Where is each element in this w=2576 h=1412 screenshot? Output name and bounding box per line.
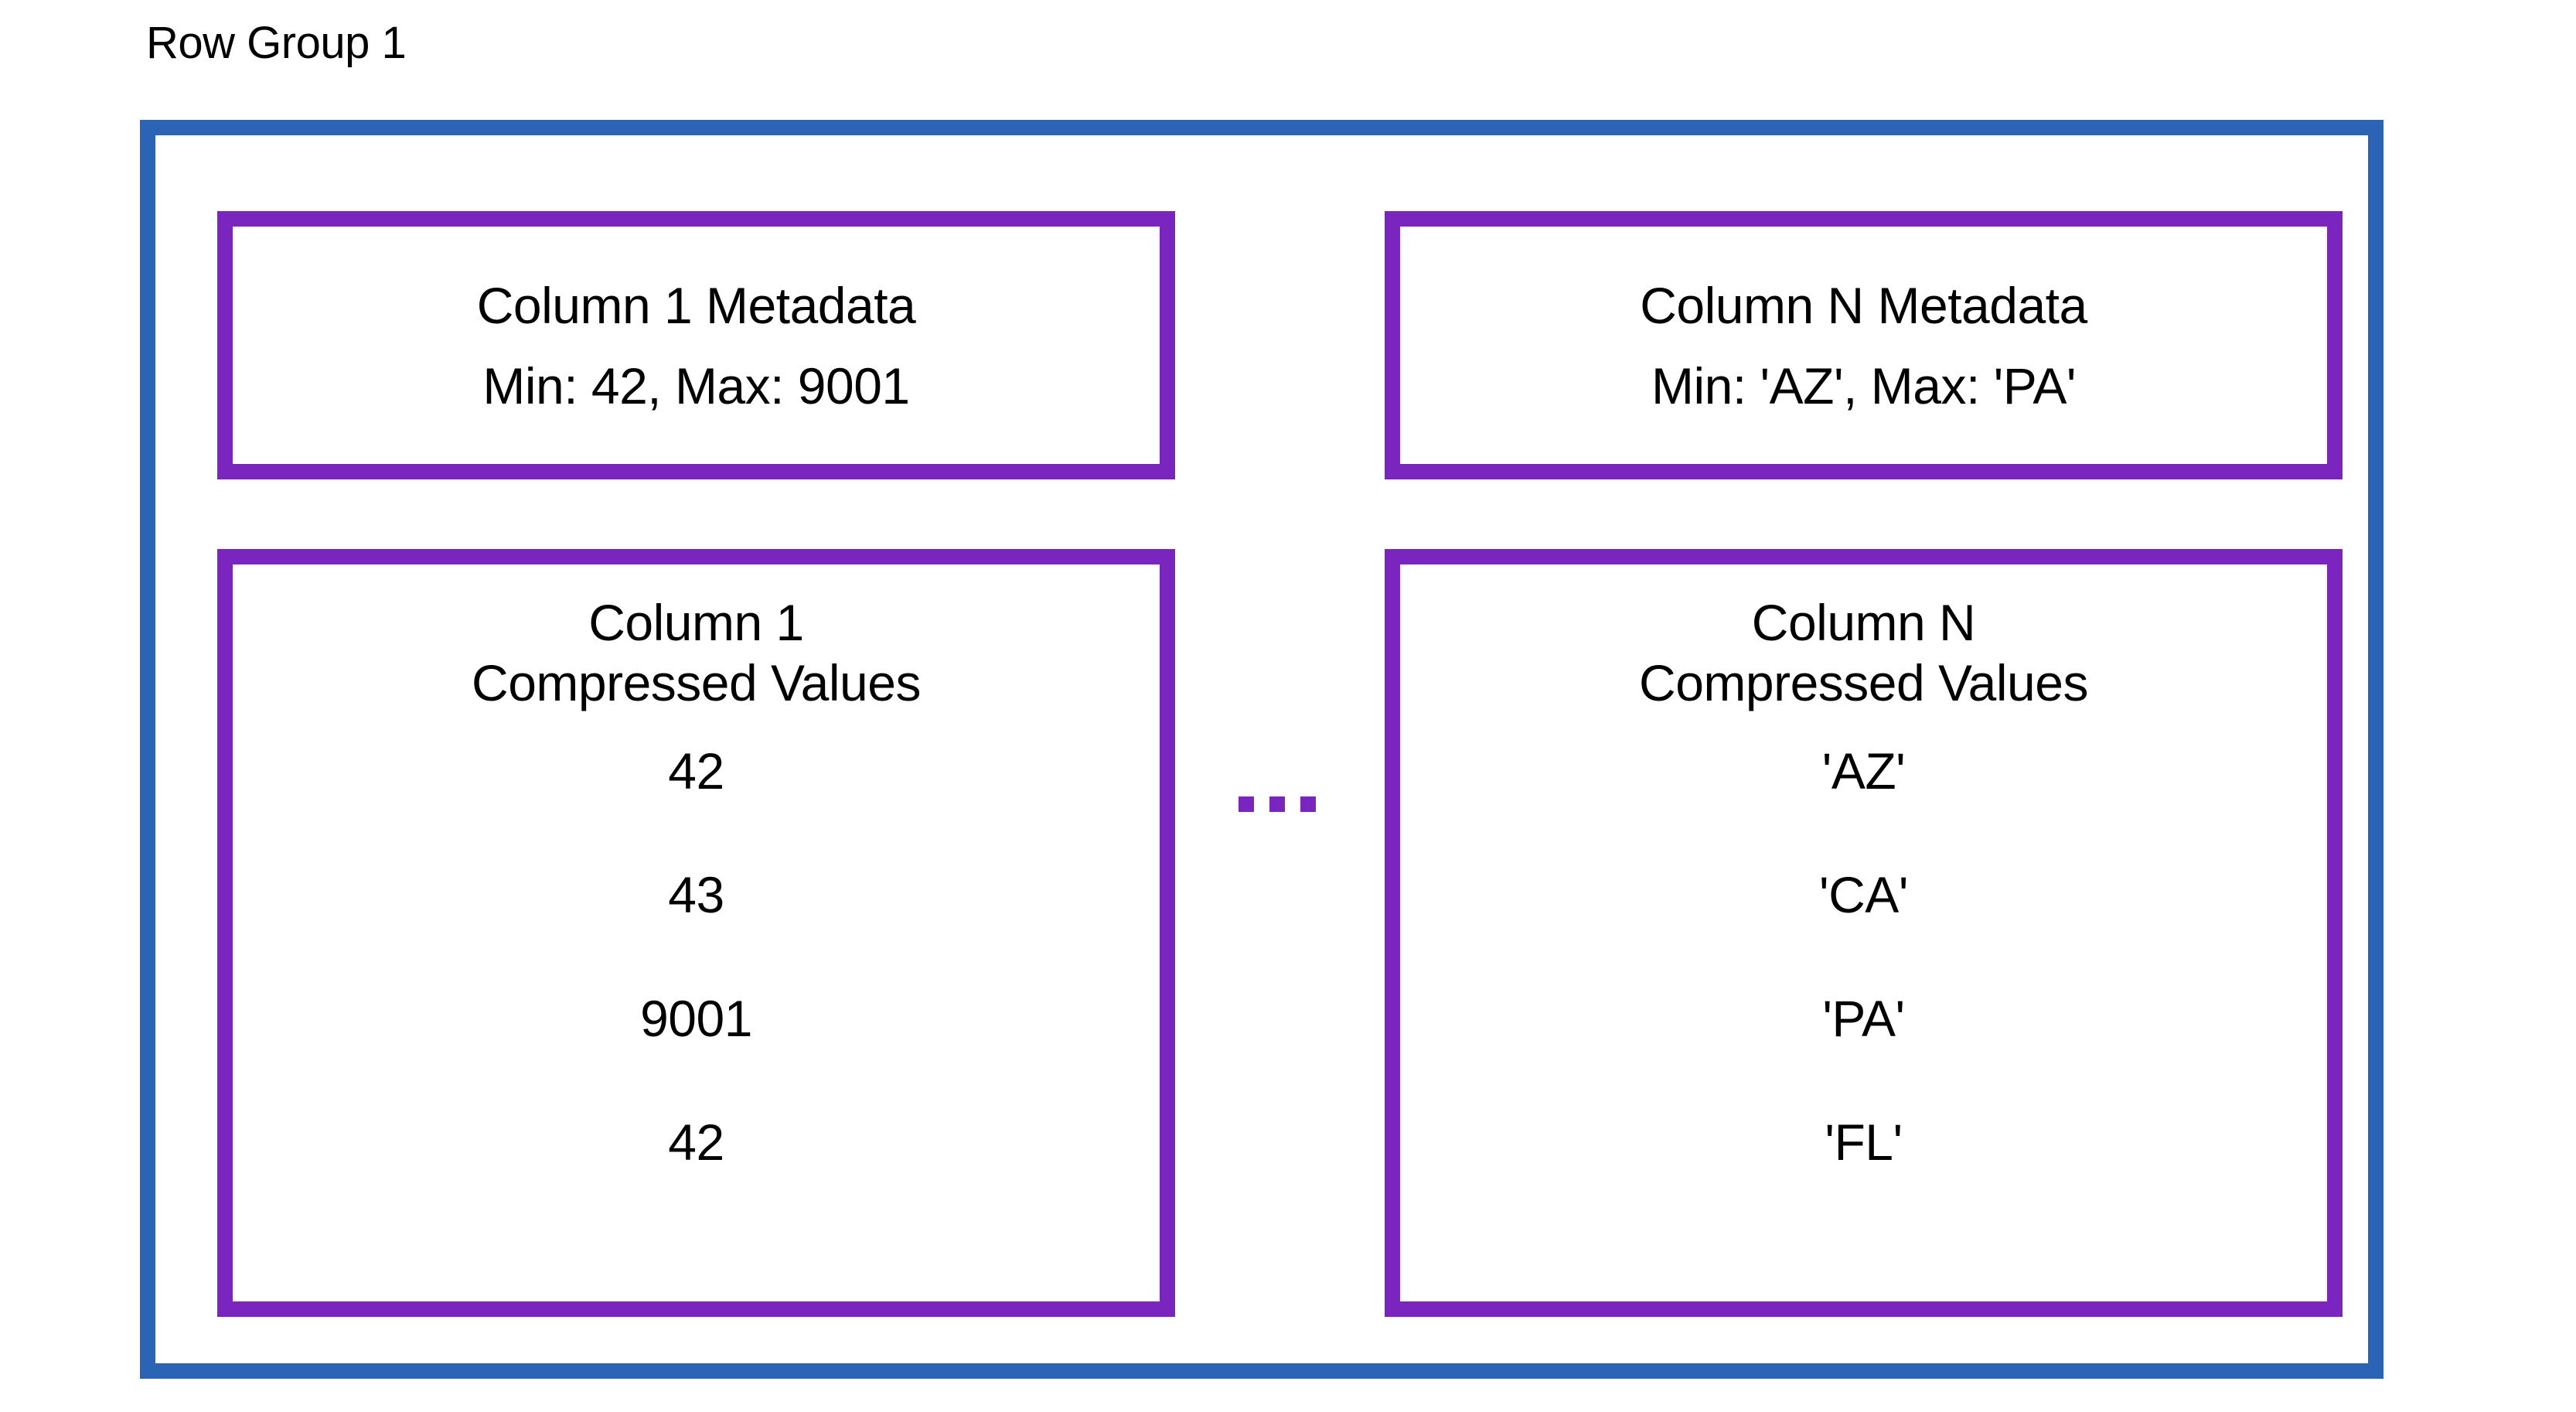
ellipsis-separator-icon xyxy=(1239,796,1316,812)
row-group-container: Column 1 Metadata Min: 42, Max: 9001 Col… xyxy=(140,120,2383,1379)
column-1-value: 43 xyxy=(668,866,724,923)
column-1-value: 9001 xyxy=(640,990,752,1047)
column-1-value-list: 42 43 9001 42 xyxy=(640,741,752,1172)
column-n-value-list: 'AZ' 'CA' 'PA' 'FL' xyxy=(1819,741,1908,1172)
column-n-value: 'CA' xyxy=(1819,866,1908,923)
column-1-value: 42 xyxy=(668,742,724,800)
row-group-title: Row Group 1 xyxy=(146,18,407,68)
ellipsis-dot-icon xyxy=(1239,796,1254,812)
column-n-data-heading-line-2: Compressed Values xyxy=(1639,654,2088,711)
ellipsis-dot-icon xyxy=(1300,796,1316,812)
column-n-value: 'FL' xyxy=(1825,1114,1903,1171)
column-n-value: 'PA' xyxy=(1822,990,1905,1047)
column-n-metadata-stats: Min: 'AZ', Max: 'PA' xyxy=(1651,356,2076,414)
column-n-metadata-box: Column N Metadata Min: 'AZ', Max: 'PA' xyxy=(1385,211,2343,479)
column-n-data-heading-line-1: Column N xyxy=(1751,594,1976,651)
column-1-value: 42 xyxy=(668,1114,724,1171)
column-n-data-heading: Column N Compressed Values xyxy=(1639,592,2088,713)
column-n-metadata-title: Column N Metadata xyxy=(1640,276,2087,334)
column-1-metadata-box: Column 1 Metadata Min: 42, Max: 9001 xyxy=(217,211,1175,479)
column-1-data-box: Column 1 Compressed Values 42 43 9001 42 xyxy=(217,549,1175,1317)
column-n-value: 'AZ' xyxy=(1821,742,1906,800)
column-1-metadata-title: Column 1 Metadata xyxy=(476,276,916,334)
column-1-data-heading: Column 1 Compressed Values xyxy=(472,592,921,713)
column-n-data-box: Column N Compressed Values 'AZ' 'CA' 'PA… xyxy=(1385,549,2343,1317)
column-1-data-heading-line-1: Column 1 xyxy=(588,594,804,651)
column-1-metadata-stats: Min: 42, Max: 9001 xyxy=(482,356,910,414)
column-1-data-heading-line-2: Compressed Values xyxy=(472,654,921,711)
ellipsis-dot-icon xyxy=(1269,796,1285,812)
